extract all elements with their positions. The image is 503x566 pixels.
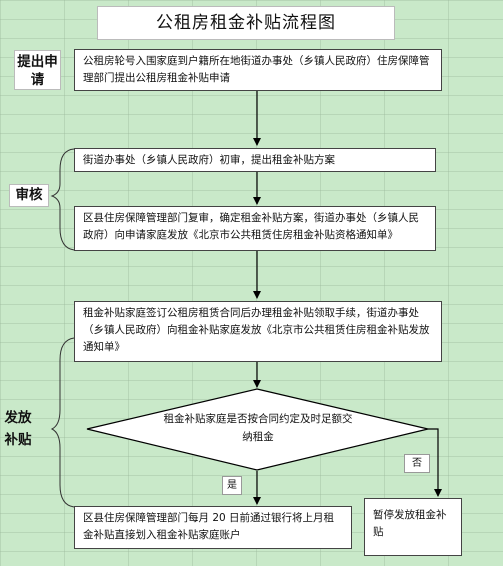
brace-review [50,148,75,251]
arrow-decision-no [428,428,442,497]
decision-text: 租金补贴家庭是否按合同约定及时足额交纳租金 [163,413,353,443]
step-contract: 租金补贴家庭签订公租房租赁合同后办理租金补贴领取手续，街道办事处（乡镇人民政府）… [74,301,442,362]
label-no: 否 [404,454,430,473]
decision-diamond [86,388,429,471]
step-initial-review: 街道办事处（乡镇人民政府）初审，提出租金补贴方案 [74,148,436,172]
step-second-review: 区县住房保障管理部门复审，确定租金补贴方案，街道办事处（乡镇人民政府）向申请家庭… [74,206,436,251]
stage-issue: 发放补贴 [4,410,32,448]
step-apply: 公租房轮号入围家庭到户籍所在地街道办事处（乡镇人民政府）住房保障管理部门提出公租… [74,49,442,91]
step-pay: 区县住房保障管理部门每月 20 日前通过银行将上月租金补贴直接划入租金补贴家庭账… [74,506,352,549]
label-yes: 是 [222,476,242,495]
brace-issue [50,337,75,508]
stage-review: 审核 [9,184,49,207]
stage-apply: 提出申请 [14,50,61,90]
step-suspend: 暂停发放租金补贴 [364,498,462,556]
page-title: 公租房租金补贴流程图 [97,6,395,40]
